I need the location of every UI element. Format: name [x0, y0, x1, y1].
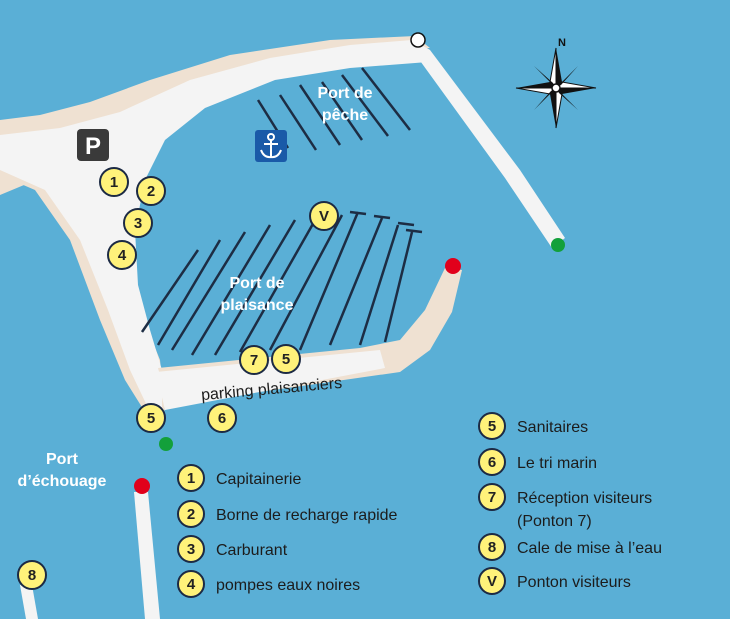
- anchor-icon: [255, 130, 287, 162]
- svg-text:(Ponton 7): (Ponton 7): [517, 513, 592, 530]
- marker-5-west[interactable]: 5: [136, 403, 166, 433]
- stranding-port-label-1: Port: [46, 451, 79, 468]
- svg-text:pompes eaux noires: pompes eaux noires: [216, 577, 360, 594]
- svg-text:1: 1: [187, 470, 195, 487]
- svg-text:Sanitaires: Sanitaires: [517, 419, 588, 436]
- legend-item-v: V Ponton visiteurs: [478, 567, 631, 595]
- marker-1[interactable]: 1: [99, 167, 129, 197]
- svg-text:V: V: [487, 573, 497, 590]
- svg-text:Carburant: Carburant: [216, 542, 288, 559]
- marker-5-marina[interactable]: 5: [271, 344, 301, 374]
- south-jetty-quay: [156, 350, 385, 410]
- legend-item-8: 8 Cale de mise à l’eau: [478, 533, 662, 561]
- svg-text:6: 6: [218, 410, 226, 427]
- parking-icon: P: [77, 129, 109, 161]
- stranding-port-label-2: d’échouage: [18, 473, 107, 490]
- white-light: [410, 32, 426, 48]
- svg-text:4: 4: [118, 247, 127, 264]
- marker-4[interactable]: 4: [107, 240, 137, 270]
- svg-text:2: 2: [147, 183, 155, 200]
- red-light-marina: [445, 258, 461, 274]
- svg-text:7: 7: [488, 489, 496, 506]
- svg-text:8: 8: [488, 539, 496, 556]
- fishing-port-label-2: pêche: [322, 107, 368, 124]
- marker-3[interactable]: 3: [123, 208, 153, 238]
- marker-v[interactable]: V: [309, 201, 339, 231]
- stranding-jetty: [134, 492, 160, 619]
- svg-text:4: 4: [187, 576, 196, 593]
- svg-text:5: 5: [282, 351, 290, 368]
- compass-north-label: N: [558, 37, 566, 49]
- svg-text:5: 5: [488, 418, 496, 435]
- legend-item-1: 1 Capitainerie: [177, 464, 301, 492]
- compass-rose-icon: [515, 47, 597, 129]
- marker-8[interactable]: 8: [17, 560, 47, 590]
- svg-text:Borne de recharge rapide: Borne de recharge rapide: [216, 507, 398, 524]
- legend-item-2: 2 Borne de recharge rapide: [177, 500, 398, 528]
- svg-text:V: V: [319, 208, 329, 225]
- svg-text:1: 1: [110, 174, 118, 191]
- svg-text:7: 7: [250, 352, 258, 369]
- slipway: [20, 585, 38, 619]
- marina-label-1: Port de: [229, 275, 284, 292]
- svg-text:Le tri marin: Le tri marin: [517, 455, 597, 472]
- marker-7[interactable]: 7: [239, 345, 269, 375]
- legend-item-6: 6 Le tri marin: [478, 448, 597, 476]
- svg-text:Réception visiteurs: Réception visiteurs: [517, 490, 652, 507]
- east-breakwater: [412, 40, 565, 248]
- svg-text:8: 8: [28, 567, 36, 584]
- legend-item-4: 4 pompes eaux noires: [177, 570, 360, 598]
- marker-6[interactable]: 6: [207, 403, 237, 433]
- svg-text:Capitainerie: Capitainerie: [216, 471, 301, 488]
- red-light-stranding: [134, 478, 150, 494]
- green-light-east: [551, 238, 565, 252]
- fishing-pontoons: [256, 67, 411, 151]
- svg-text:3: 3: [134, 215, 142, 232]
- svg-text:Cale de mise à l’eau: Cale de mise à l’eau: [517, 540, 662, 557]
- svg-text:Ponton visiteurs: Ponton visiteurs: [517, 574, 631, 591]
- legend-left: 1 Capitainerie 2 Borne de recharge rapid…: [177, 464, 398, 598]
- svg-text:P: P: [85, 133, 101, 160]
- green-light-west: [159, 437, 173, 451]
- legend-item-7: 7 Réception visiteurs (Ponton 7): [478, 483, 652, 530]
- fishing-port-label-1: Port de: [317, 85, 372, 102]
- marker-2[interactable]: 2: [136, 176, 166, 206]
- legend-right: 5 Sanitaires 6 Le tri marin 7 Réception …: [478, 412, 662, 595]
- marina-pontoons: [140, 210, 423, 356]
- svg-text:2: 2: [187, 506, 195, 523]
- legend-item-5: 5 Sanitaires: [478, 412, 588, 440]
- legend-item-3: 3 Carburant: [177, 535, 288, 563]
- svg-text:3: 3: [187, 541, 195, 558]
- marina-label-2: plaisance: [221, 297, 294, 314]
- svg-text:6: 6: [488, 454, 496, 471]
- svg-text:5: 5: [147, 410, 155, 427]
